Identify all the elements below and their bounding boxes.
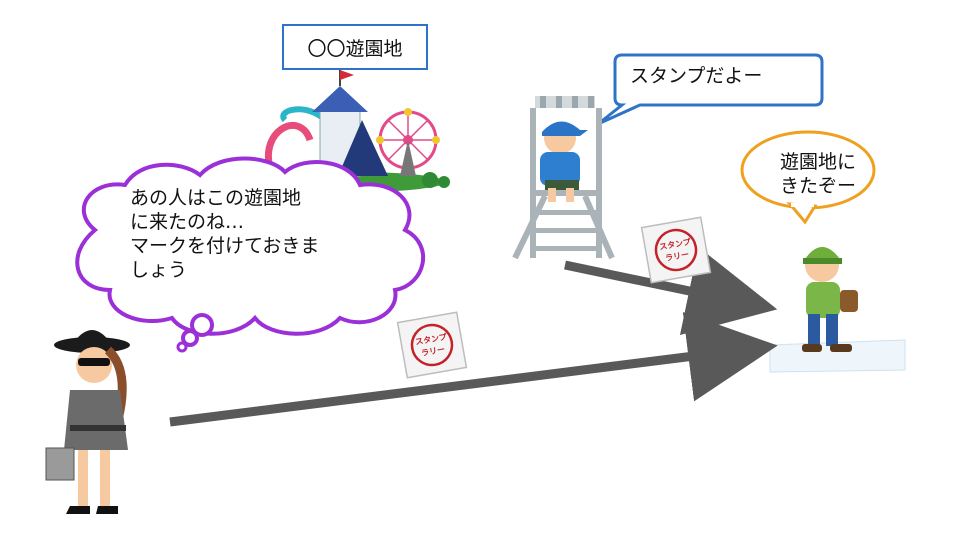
lifeguard-staff-icon xyxy=(512,96,615,260)
arrow-spy-to-kid xyxy=(169,312,778,427)
child-hiker-icon xyxy=(769,247,906,373)
kid-line: きたぞー xyxy=(780,175,857,197)
staff-bubble-text: スタンプだよー xyxy=(630,65,763,87)
staff-speech-bubble xyxy=(597,53,824,126)
arrow-staff-to-kid xyxy=(564,246,778,335)
thought-bubble xyxy=(75,156,425,353)
thought-bubble-text: あの人はこの遊園地 に来たのね… マークを付けておきま しょう xyxy=(130,186,319,282)
stamp-card-line2: ラリー xyxy=(421,345,446,358)
kid-speech-bubble xyxy=(740,130,876,225)
thought-line: しょう xyxy=(130,259,188,281)
thought-line: に来たのね… xyxy=(130,211,245,233)
park-name-label: 〇〇遊園地 xyxy=(282,24,428,70)
thought-line: あの人はこの遊園地 xyxy=(130,187,302,209)
stamp-card-icon: スタンプ ラリー xyxy=(396,311,468,379)
spy-woman-icon xyxy=(45,330,130,514)
kid-line: 遊園地に xyxy=(780,151,857,173)
stamp-card-icon: スタンプ ラリー xyxy=(640,216,712,284)
thought-line: マークを付けておきま xyxy=(130,235,320,257)
kid-bubble-text: 遊園地に きたぞー xyxy=(780,150,856,198)
stamp-card-line2: ラリー xyxy=(665,250,690,263)
